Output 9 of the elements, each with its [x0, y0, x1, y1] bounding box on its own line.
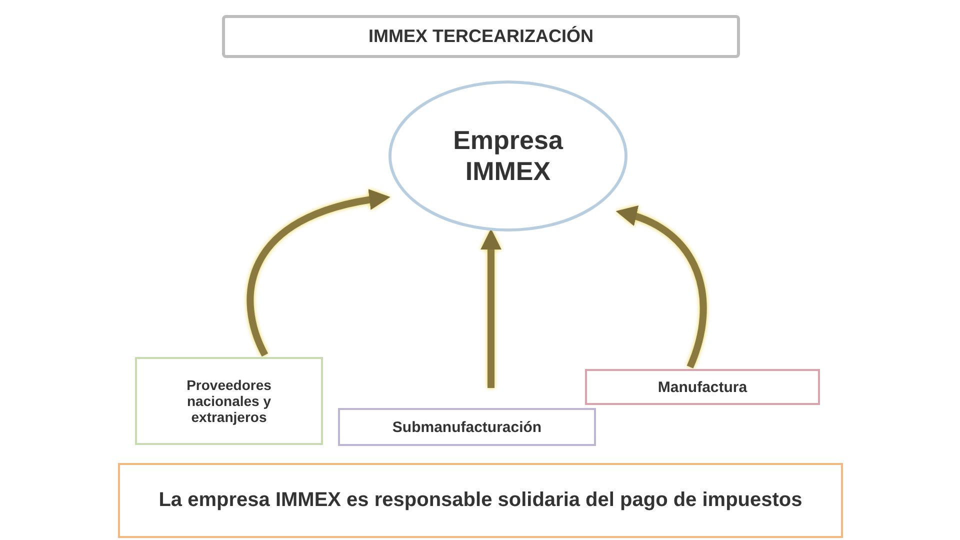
arrow	[616, 206, 707, 368]
process-box: Proveedores nacionales y extranjeros	[135, 357, 323, 445]
process-box: Submanufacturación	[338, 408, 596, 446]
note-box: La empresa IMMEX es responsable solidaria del pago de impuestos	[118, 463, 843, 538]
node-label: Empresa IMMEX	[452, 125, 564, 187]
process-box: Manufactura	[585, 369, 820, 405]
arrow	[246, 190, 390, 356]
arrow	[480, 228, 502, 388]
title-box: IMMEX TERCEARIZACIÓN	[222, 15, 740, 58]
